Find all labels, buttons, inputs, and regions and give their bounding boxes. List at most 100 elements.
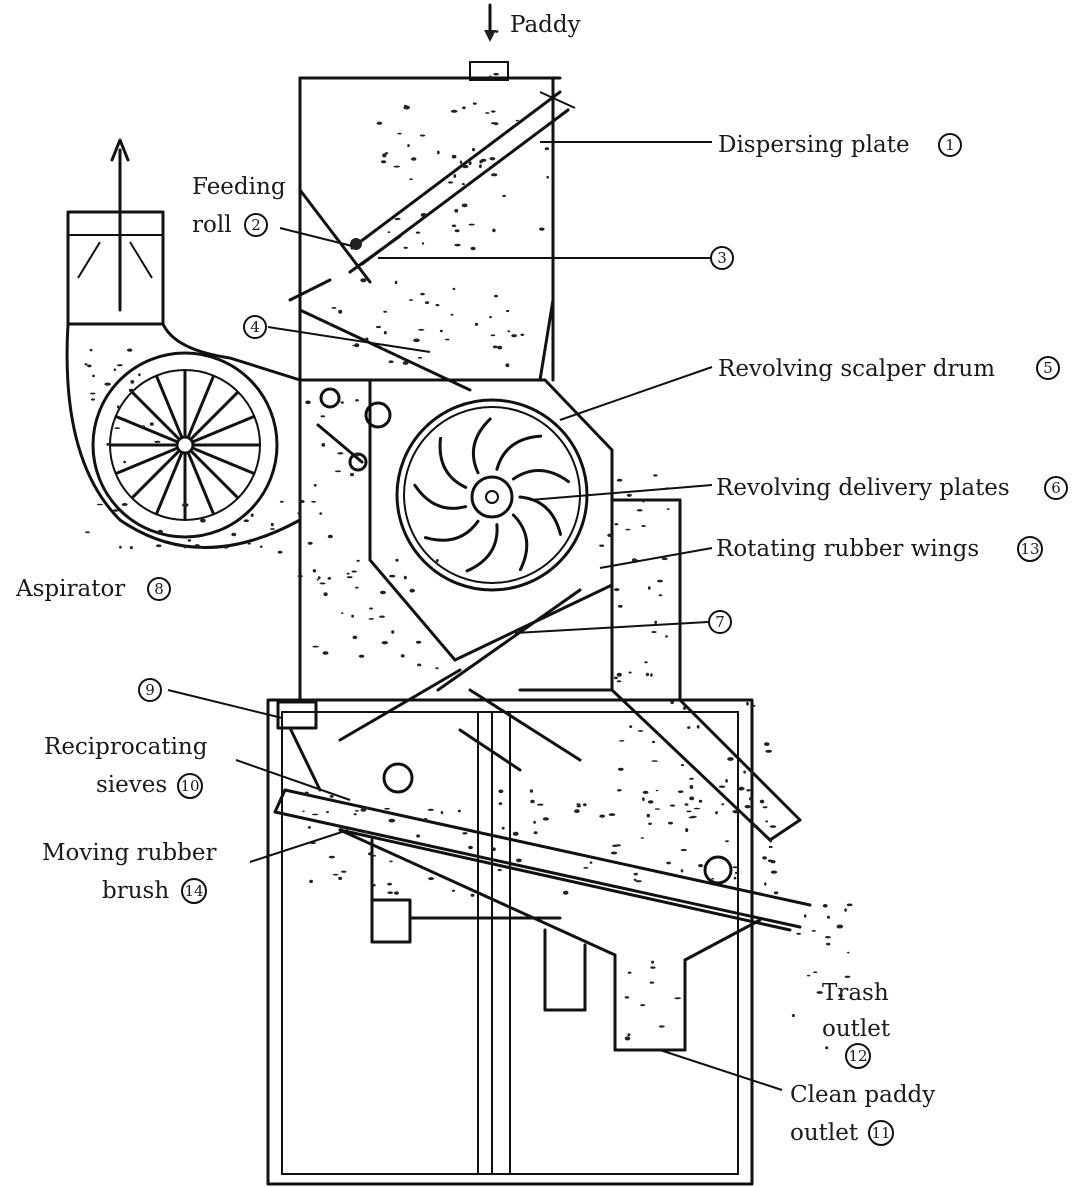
grain	[468, 223, 475, 226]
grain	[533, 831, 538, 835]
grain	[331, 307, 337, 309]
grain	[187, 539, 192, 542]
grain	[613, 676, 618, 680]
grain	[743, 770, 746, 774]
grain	[319, 582, 326, 585]
grain	[123, 460, 126, 464]
lower-frame	[266, 698, 754, 1186]
grain	[628, 671, 632, 674]
grain	[530, 799, 535, 804]
grain	[113, 368, 117, 372]
delivery-plate	[495, 434, 543, 471]
grain	[409, 178, 413, 180]
grain	[435, 304, 440, 307]
grain	[636, 509, 643, 512]
grain	[657, 579, 663, 583]
grain	[640, 1004, 646, 1007]
label-clean-paddy-outlet-1: Clean paddy	[790, 1082, 935, 1108]
grain	[141, 425, 146, 429]
grain	[353, 453, 361, 457]
delivery-plate	[518, 495, 562, 536]
callout-10	[177, 773, 203, 799]
grain	[488, 75, 493, 80]
grain	[421, 242, 425, 245]
aspirator-fan-blades	[109, 369, 261, 521]
grain	[335, 801, 339, 803]
callout-11-num: 11	[871, 1124, 890, 1142]
grain	[489, 157, 496, 161]
grain	[352, 635, 358, 640]
grain	[250, 513, 254, 517]
callout-14	[181, 878, 207, 904]
grain	[85, 531, 90, 534]
label-feeding-roll-2: roll	[192, 212, 232, 238]
grain	[738, 786, 745, 791]
grain	[642, 500, 645, 503]
grain	[269, 528, 275, 530]
grain	[408, 299, 414, 301]
grain	[750, 704, 756, 707]
grain	[468, 161, 472, 166]
grain	[633, 878, 637, 881]
grain	[360, 808, 367, 812]
grain	[492, 228, 496, 233]
grain	[649, 981, 655, 984]
grain	[112, 509, 119, 512]
grain	[337, 452, 344, 455]
grain	[680, 869, 684, 873]
grain	[759, 799, 765, 804]
fan-blade	[155, 452, 183, 515]
callout-5-num: 5	[1043, 359, 1053, 377]
grain	[450, 109, 458, 113]
grain	[770, 870, 778, 874]
grain	[277, 550, 283, 554]
grain	[346, 572, 350, 575]
grain	[376, 121, 383, 125]
grain	[299, 499, 305, 504]
grain	[732, 810, 739, 814]
grain	[653, 474, 658, 477]
grain	[825, 936, 831, 939]
grain	[574, 809, 580, 813]
grain	[428, 877, 435, 881]
grain	[452, 287, 456, 291]
grain	[512, 831, 519, 836]
grain	[490, 334, 496, 337]
grain	[328, 855, 335, 859]
grain	[394, 891, 399, 895]
grain	[498, 789, 504, 794]
grain	[690, 815, 697, 818]
scalper-drum-housing	[298, 378, 614, 692]
callout-11	[868, 1120, 894, 1146]
grain	[354, 343, 360, 348]
grain	[816, 991, 823, 994]
grain	[317, 576, 321, 580]
grain	[419, 134, 426, 137]
grain	[658, 1025, 665, 1028]
grain	[127, 348, 133, 352]
grain	[746, 789, 751, 792]
grain	[397, 132, 402, 135]
grain	[683, 706, 686, 710]
grain	[498, 802, 503, 805]
grain	[686, 810, 692, 813]
delivery-plate	[465, 523, 499, 573]
grain	[491, 110, 496, 113]
grain	[418, 328, 425, 331]
label-feeding-roll-1: Feeding	[192, 174, 286, 200]
grain	[461, 183, 465, 186]
grain	[485, 112, 490, 114]
grain	[104, 382, 111, 386]
callout-8-num: 8	[154, 580, 164, 598]
grain	[689, 777, 694, 780]
grain	[183, 545, 188, 549]
grain	[355, 810, 359, 812]
grain	[403, 246, 408, 249]
grain	[380, 590, 386, 595]
grain	[654, 620, 658, 624]
grain	[811, 930, 816, 932]
grain	[616, 680, 622, 683]
grain	[633, 872, 638, 876]
grain	[685, 828, 689, 833]
